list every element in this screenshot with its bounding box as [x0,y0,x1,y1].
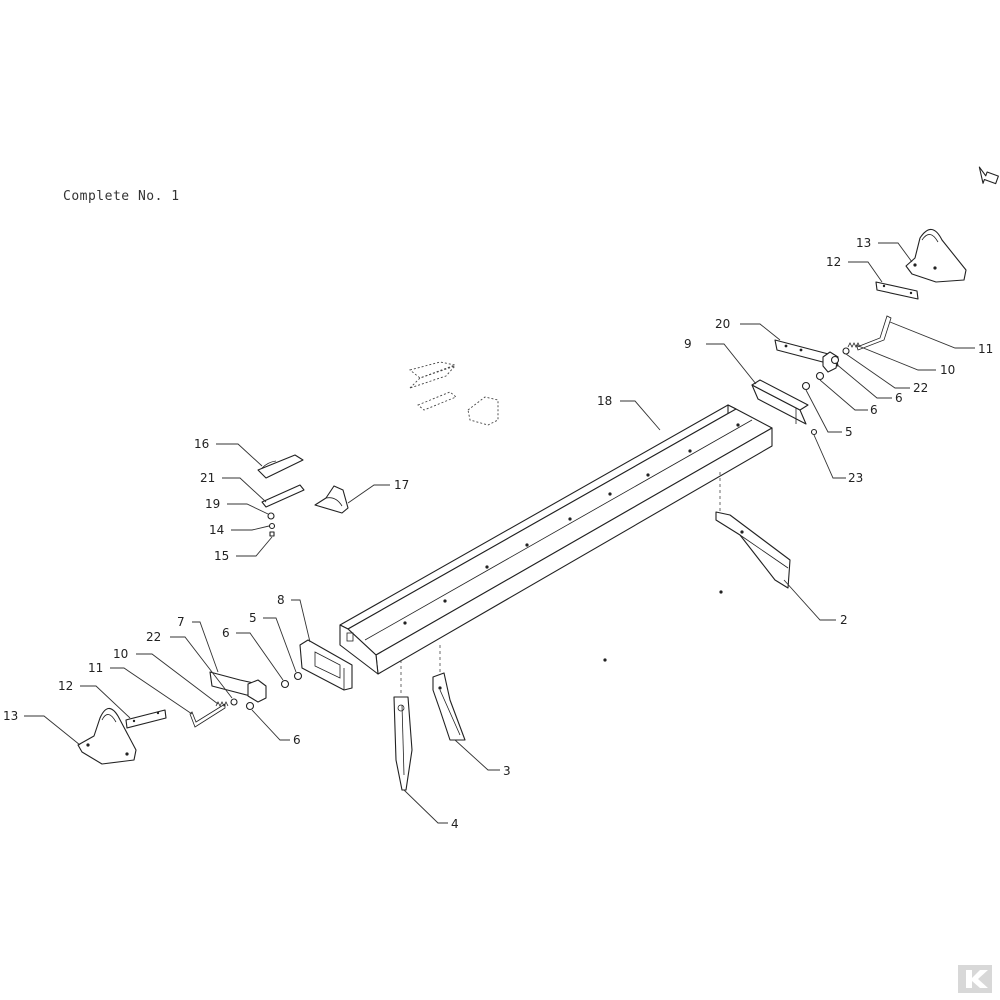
part-23-bolt [810,428,818,436]
callout-4: 4 [451,817,459,831]
part-20-plate [774,339,839,373]
part-13-right-plate [905,228,967,283]
callout-17: 17 [394,478,409,492]
callout-5: 5 [845,425,853,439]
part-5-right-nut [801,381,811,391]
callout-7: 7 [177,615,185,629]
loose-bracket-parts [409,361,499,426]
main-beam [339,404,773,675]
callout-21: 21 [200,471,215,485]
next-arrow-icon[interactable] [975,166,1000,187]
callout-22: 22 [146,630,161,644]
callout-20: 20 [715,317,730,331]
part-22-right-washer [842,347,850,355]
part-7-plate [209,671,267,703]
callout-14: 14 [209,523,224,537]
callout-11: 11 [978,342,993,356]
part-3-leg [432,672,466,741]
callout-9: 9 [684,337,692,351]
callout-12: 12 [58,679,73,693]
part-16-bracket [257,454,304,479]
callout-10: 10 [113,647,128,661]
part-10-right-spring [847,342,861,348]
callout-2: 2 [840,613,848,627]
part-13-left-plate [77,707,137,765]
callout-10: 10 [940,363,955,377]
part-5-left-nut [293,671,303,681]
callout-23: 23 [848,471,863,485]
callout-13: 13 [856,236,871,250]
part-12-left-strip [125,709,167,729]
page-title: Complete No. 1 [63,189,180,204]
part-4-leg [393,696,413,791]
callout-6: 6 [895,391,903,405]
callout-6: 6 [870,403,878,417]
callout-22: 22 [913,381,928,395]
part-10-left-spring [215,701,229,707]
part-2-leg [715,511,791,589]
callout-18: 18 [597,394,612,408]
part-11-right-pin [856,315,892,351]
part-11-left-pin [189,703,226,728]
callout-19: 19 [205,497,220,511]
part-12-right-strip [875,281,919,300]
kramp-logo-icon [958,965,992,993]
part-22-left-washer [230,698,238,706]
callout-6: 6 [222,626,230,640]
part-8-end-cap [299,639,353,691]
callout-12: 12 [826,255,841,269]
callout-15: 15 [214,549,229,563]
callout-11: 11 [88,661,103,675]
callout-3: 3 [503,764,511,778]
callout-6: 6 [293,733,301,747]
part-17-clamp [314,485,349,514]
part-19-nut [267,512,275,520]
part-6-left-washer-b [280,679,290,689]
part-6-right-washer-a [830,355,840,365]
part-15-bolt [269,531,275,537]
part-21-plate [261,484,305,508]
part-6-right-washer-b [815,371,825,381]
part-6-left-washer-a [245,701,255,711]
part-14-washer [268,522,276,530]
part-9-bracket [751,379,809,425]
callout-13: 13 [3,709,18,723]
callout-16: 16 [194,437,209,451]
callout-8: 8 [277,593,285,607]
callout-5: 5 [249,611,257,625]
